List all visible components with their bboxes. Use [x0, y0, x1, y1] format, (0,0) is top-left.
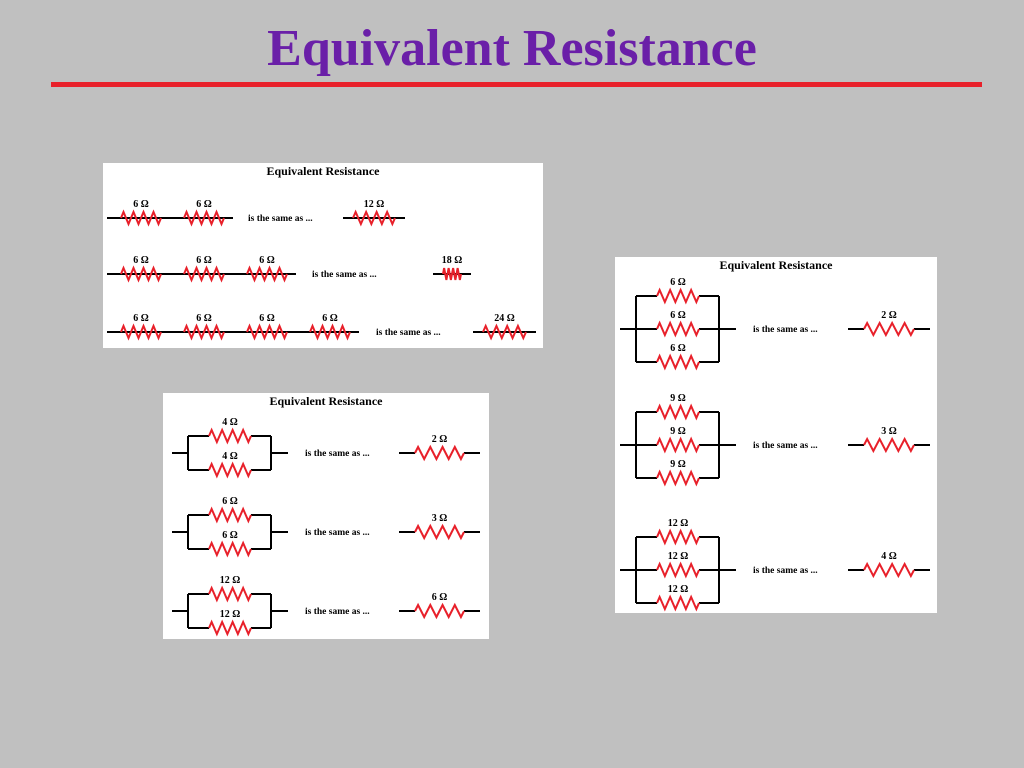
zigzag-resistor-icon	[208, 461, 252, 479]
zigzag-resistor-icon	[183, 323, 225, 341]
zigzag-resistor-icon	[656, 594, 700, 612]
resistor-label: 12 Ω	[668, 518, 689, 529]
zigzag-resistor-icon	[183, 265, 225, 283]
resistor-label: 9 Ω	[670, 459, 686, 470]
zigzag-resistor-icon	[208, 585, 252, 603]
zigzag-resistor-icon	[246, 265, 288, 283]
resistor-label: 6 Ω	[259, 313, 275, 324]
parallel-pairs-panel: Equivalent Resistance 4 Ω 4 Ω is the same …	[163, 393, 489, 639]
resistor-label: 6 Ω	[670, 310, 686, 321]
zigzag-resistor-icon	[208, 619, 252, 637]
zigzag-resistor-icon	[309, 323, 351, 341]
equivalent-label: 2 Ω	[432, 434, 448, 445]
zigzag-resistor-icon	[656, 320, 700, 338]
equivalence-phrase: is the same as ...	[753, 566, 818, 576]
zigzag-resistor-icon	[120, 265, 162, 283]
resistor-label: 12 Ω	[668, 584, 689, 595]
zigzag-resistor-icon	[656, 469, 700, 487]
equivalent-label: 3 Ω	[881, 426, 897, 437]
zigzag-resistor-icon	[414, 523, 465, 541]
zigzag-resistor-icon	[208, 506, 252, 524]
zigzag-resistor-icon	[656, 287, 700, 305]
zigzag-resistor-icon	[120, 323, 162, 341]
zigzag-resistor-icon	[656, 561, 700, 579]
parallel-triples-panel: Equivalent Resistance 6 Ω 6 Ω 6 Ω is the sa…	[615, 257, 937, 613]
resistor-label: 12 Ω	[220, 609, 241, 620]
resistor-label: 6 Ω	[196, 255, 212, 266]
equivalent-label: 6 Ω	[432, 592, 448, 603]
resistor-label: 6 Ω	[133, 313, 149, 324]
zigzag-resistor-icon	[414, 444, 465, 462]
resistor-label: 6 Ω	[670, 343, 686, 354]
zigzag-resistor-icon	[863, 436, 915, 454]
equivalence-phrase: is the same as ...	[248, 214, 313, 224]
panel-title: Equivalent Resistance	[719, 258, 833, 272]
resistor-label: 6 Ω	[196, 199, 212, 210]
resistor-label: 6 Ω	[670, 277, 686, 288]
resistor-label: 9 Ω	[670, 393, 686, 404]
zigzag-resistor-icon	[120, 209, 162, 227]
equivalence-phrase: is the same as ...	[305, 528, 370, 538]
zigzag-resistor-icon	[482, 323, 527, 341]
resistor-label: 4 Ω	[222, 451, 238, 462]
resistor-label: 6 Ω	[259, 255, 275, 266]
equivalent-label: 12 Ω	[364, 199, 385, 210]
equivalent-label: 18 Ω	[442, 255, 463, 266]
resistor-label: 4 Ω	[222, 417, 238, 428]
zigzag-resistor-icon	[656, 436, 700, 454]
equivalent-label: 4 Ω	[881, 551, 897, 562]
panel-title: Equivalent Resistance	[266, 164, 380, 178]
resistor-label: 12 Ω	[668, 551, 689, 562]
zigzag-resistor-icon	[246, 323, 288, 341]
zigzag-resistor-icon	[863, 561, 915, 579]
resistor-label: 6 Ω	[196, 313, 212, 324]
title-underline	[51, 82, 982, 87]
zigzag-resistor-icon	[442, 267, 462, 281]
resistor-label: 6 Ω	[322, 313, 338, 324]
equivalent-label: 2 Ω	[881, 310, 897, 321]
equivalence-phrase: is the same as ...	[753, 441, 818, 451]
series-circuits-panel: Equivalent Resistance 6 Ω 6 Ω is the same …	[103, 163, 543, 348]
zigzag-resistor-icon	[183, 209, 225, 227]
equivalence-phrase: is the same as ...	[376, 328, 441, 338]
resistor-label: 6 Ω	[133, 255, 149, 266]
equivalent-label: 24 Ω	[494, 313, 515, 324]
equivalence-phrase: is the same as ...	[305, 607, 370, 617]
slide-title: Equivalent Resistance	[267, 20, 757, 77]
resistor-label: 9 Ω	[670, 426, 686, 437]
resistor-label: 6 Ω	[133, 199, 149, 210]
panel-title: Equivalent Resistance	[269, 394, 383, 408]
equivalence-phrase: is the same as ...	[753, 325, 818, 335]
zigzag-resistor-icon	[656, 353, 700, 371]
zigzag-resistor-icon	[352, 209, 396, 227]
parallel-pairs-diagram: 4 Ω 4 Ω is the same as ... 2 Ω 6 Ω 6 Ω is the …	[172, 417, 480, 637]
zigzag-resistor-icon	[863, 320, 915, 338]
zigzag-resistor-icon	[208, 540, 252, 558]
zigzag-resistor-icon	[208, 427, 252, 445]
zigzag-resistor-icon	[414, 602, 465, 620]
series-diagram: 6 Ω 6 Ω is the same as ... 12 Ω 6 Ω 6 Ω 6 Ω is …	[107, 199, 536, 341]
resistor-label: 6 Ω	[222, 530, 238, 541]
resistor-label: 12 Ω	[220, 575, 241, 586]
equivalent-label: 3 Ω	[432, 513, 448, 524]
resistor-label: 6 Ω	[222, 496, 238, 507]
parallel-triples-diagram: 6 Ω 6 Ω 6 Ω is the same as ... 2 Ω 9 Ω 9 Ω 9 Ω i…	[620, 277, 930, 612]
zigzag-resistor-icon	[656, 528, 700, 546]
equivalence-phrase: is the same as ...	[305, 449, 370, 459]
equivalence-phrase: is the same as ...	[312, 270, 377, 280]
zigzag-resistor-icon	[656, 403, 700, 421]
